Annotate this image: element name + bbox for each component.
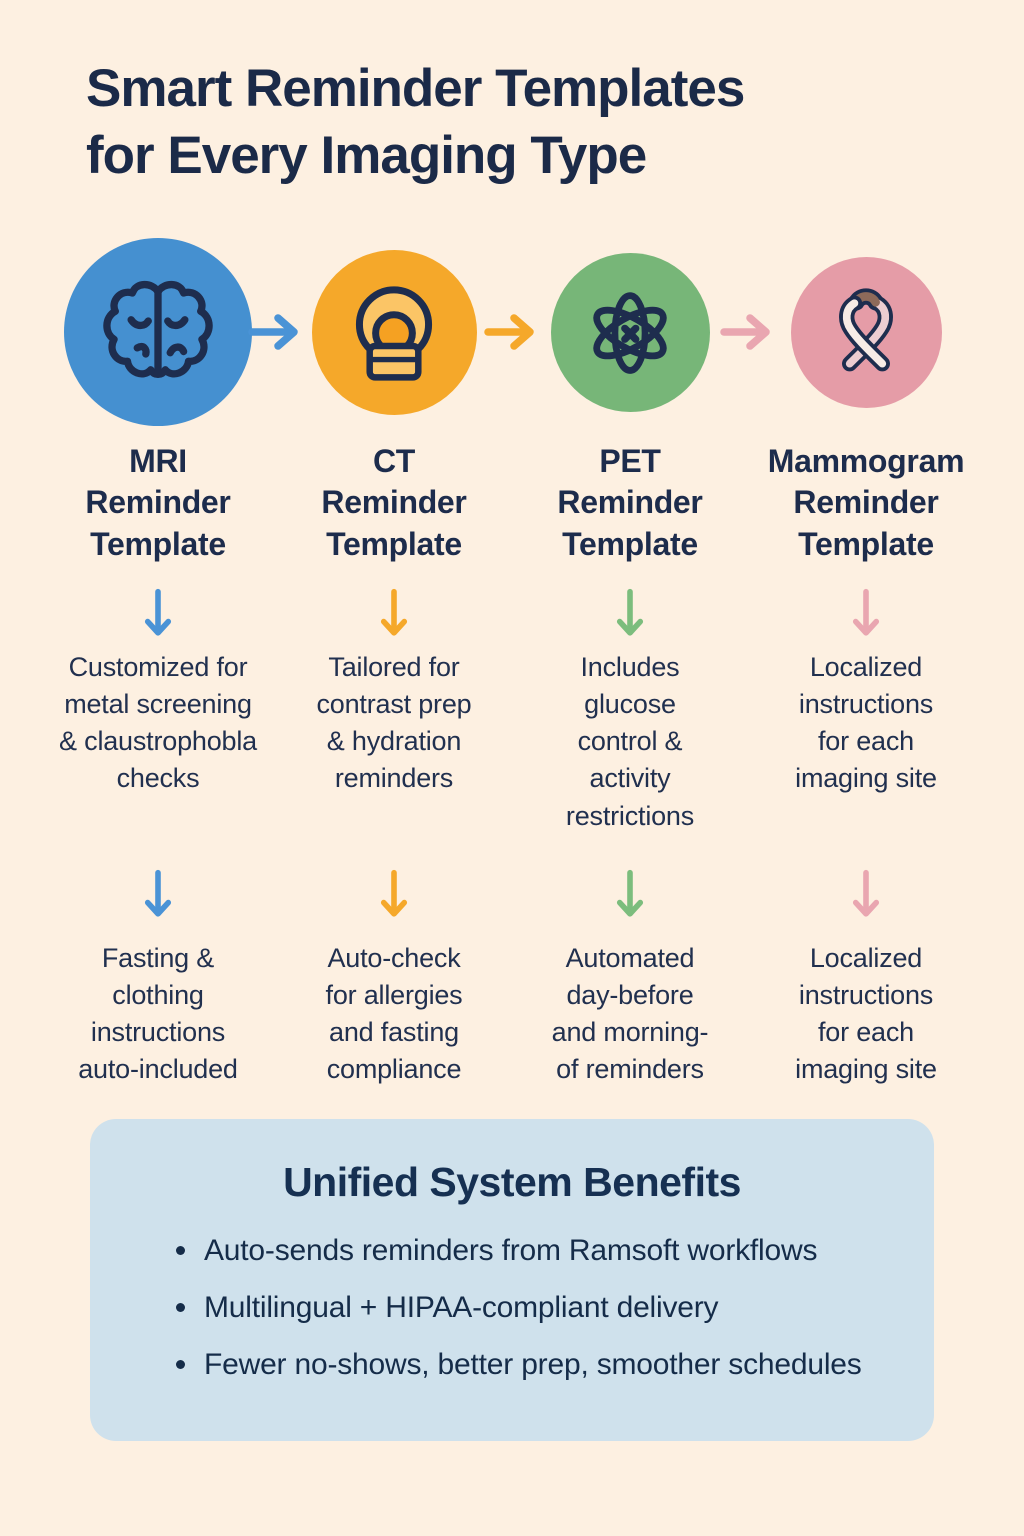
pet-circle-badge (550, 252, 710, 412)
down-arrow-icon (380, 588, 408, 636)
column-pet: PET Reminder Template Includes glucose c… (512, 230, 770, 1089)
right-arrow-icon (248, 314, 298, 350)
mammogram-header: Mammogram Reminder Template (767, 442, 965, 562)
atom-icon (593, 292, 667, 374)
template-columns: MRI Reminder Template Customized for met… (40, 230, 984, 1089)
mri-step-1: Customized for metal screening & claustr… (59, 651, 257, 794)
column-ct: CT Reminder Template Tailored for contra… (276, 230, 534, 1089)
ribbon-icon (839, 288, 893, 372)
down-arrow-icon (616, 588, 644, 636)
mri-circle-badge (64, 238, 252, 427)
unified-benefits-panel: Unified System Benefits Auto-sends remin… (90, 1118, 934, 1441)
mammogram-step-2: Localized instructions for each imaging … (795, 942, 937, 1085)
mri-header: MRI Reminder Template (85, 442, 231, 562)
down-arrow-icon (616, 869, 644, 917)
right-arrow-icon (484, 314, 534, 350)
column-mammogram: Mammogram Reminder Template Localized in… (748, 230, 984, 1089)
ct-header: CT Reminder Template (321, 442, 467, 562)
pet-step-1: Includes glucose control & activity rest… (565, 651, 695, 831)
down-arrow-icon (144, 588, 172, 636)
benefit-item: Multilingual + HIPAA-compliant delivery (170, 1287, 890, 1329)
down-arrow-icon (852, 588, 880, 636)
pet-step-2: Automated day-before and morning- of rem… (551, 942, 709, 1085)
down-arrow-icon (380, 869, 408, 917)
benefits-list: Auto-sends reminders from Ramsoft workfl… (134, 1230, 890, 1386)
ct-circle-badge (311, 249, 477, 415)
ct-step-2: Auto-check for allergies and fasting com… (325, 942, 463, 1085)
pet-header: PET Reminder Template (557, 442, 703, 562)
right-arrow-icon (720, 314, 770, 350)
brain-icon (103, 280, 213, 379)
benefit-item: Fewer no-shows, better prep, smoother sc… (170, 1344, 890, 1386)
down-arrow-icon (852, 869, 880, 917)
mammogram-step-1: Localized instructions for each imaging … (795, 651, 937, 794)
down-arrow-icon (144, 869, 172, 917)
mri-step-2: Fasting & clothing instructions auto-inc… (78, 942, 238, 1085)
ct-step-1: Tailored for contrast prep & hydration r… (316, 651, 472, 794)
ct-scanner-icon (355, 286, 433, 381)
benefits-title: Unified System Benefits (283, 1158, 741, 1205)
benefit-item: Auto-sends reminders from Ramsoft workfl… (170, 1230, 890, 1272)
mammogram-circle-badge (790, 256, 942, 408)
page-title: Smart Reminder Templates for Every Imagi… (86, 59, 745, 185)
column-mri: MRI Reminder Template Customized for met… (40, 230, 298, 1089)
